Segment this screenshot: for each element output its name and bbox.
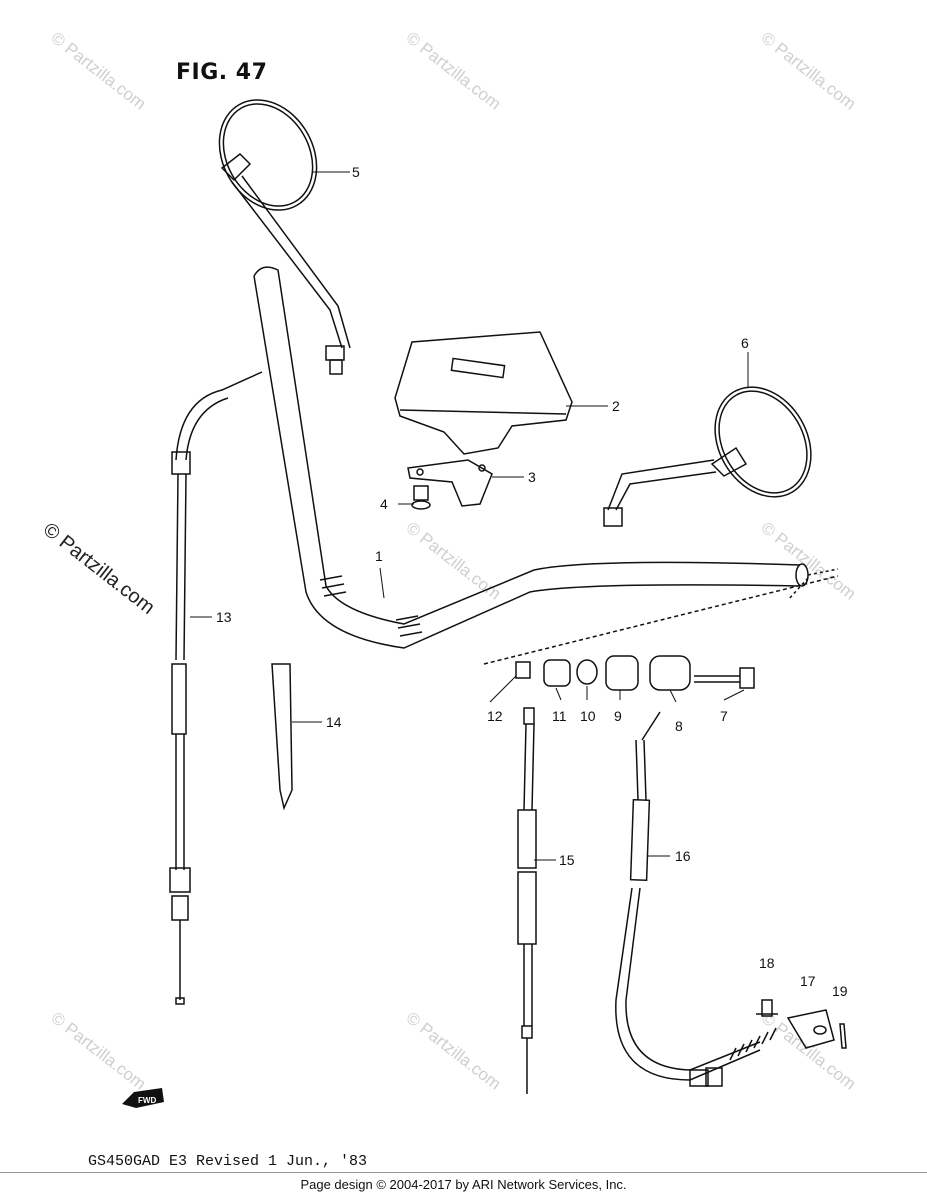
figure-title: FIG. 47 xyxy=(176,60,268,85)
callout-9: 9 xyxy=(614,708,622,724)
bar-end-set-parts-7-12 xyxy=(483,575,839,691)
clutch-cable-part-15 xyxy=(517,707,537,1094)
watermark-text: © Partzilla.com xyxy=(758,28,860,114)
holder-part-3 xyxy=(407,459,493,507)
callout-1: 1 xyxy=(375,548,383,564)
watermarks: © Partzilla.com © Partzilla.com © Partzi… xyxy=(39,28,860,1094)
callout-16: 16 xyxy=(675,848,691,864)
footer-divider xyxy=(0,1172,927,1173)
mirror-right-part-6 xyxy=(603,386,812,527)
brake-cable-part-16 xyxy=(615,711,777,1087)
callout-11: 11 xyxy=(552,708,567,724)
callout-13: 13 xyxy=(216,609,232,625)
callout-12: 12 xyxy=(487,708,503,724)
throttle-cable-part-13 xyxy=(169,371,263,1005)
callout-6: 6 xyxy=(741,335,749,351)
watermark-text: © Partzilla.com xyxy=(403,28,505,114)
callout-7: 7 xyxy=(720,708,728,724)
callout-labels: 5 2 3 4 6 1 13 14 12 11 10 9 8 7 15 16 1… xyxy=(216,164,848,999)
watermark-text-strong: © Partzilla.com xyxy=(39,519,159,619)
callout-4: 4 xyxy=(380,496,388,512)
watermark-text: © Partzilla.com xyxy=(48,28,150,114)
watermark-text: © Partzilla.com xyxy=(758,1008,860,1094)
lever-parts-17-19 xyxy=(756,999,847,1049)
watermark-text: © Partzilla.com xyxy=(403,1008,505,1094)
leader-lines xyxy=(190,171,749,861)
diagram-drawing: © Partzilla.com © Partzilla.com © Partzi… xyxy=(39,28,860,1108)
watermark-text: © Partzilla.com xyxy=(758,518,860,604)
forward-arrow-icon: FWD xyxy=(122,1088,164,1108)
callout-14: 14 xyxy=(326,714,342,730)
model-revision-line: GS450GAD E3 Revised 1 Jun., '83 xyxy=(88,1153,368,1170)
callout-17: 17 xyxy=(800,973,816,989)
watermark-text: © Partzilla.com xyxy=(48,1008,150,1094)
bolt-part-4 xyxy=(411,485,431,510)
callout-10: 10 xyxy=(580,708,596,724)
mirror-left-part-5 xyxy=(218,99,351,375)
callout-15: 15 xyxy=(559,852,575,868)
strap-part-14 xyxy=(271,663,293,811)
callout-5: 5 xyxy=(352,164,360,180)
callout-3: 3 xyxy=(528,469,536,485)
callout-19: 19 xyxy=(832,983,848,999)
callout-18: 18 xyxy=(759,955,775,971)
footer-copyright: Page design © 2004-2017 by ARI Network S… xyxy=(300,1177,627,1192)
callout-2: 2 xyxy=(612,398,620,414)
handlebar-cover-part-2 xyxy=(394,331,573,455)
handlebar-part-1 xyxy=(253,266,839,649)
callout-8: 8 xyxy=(675,718,683,734)
fwd-label: FWD xyxy=(138,1096,156,1105)
watermark-text: © Partzilla.com xyxy=(403,518,505,604)
